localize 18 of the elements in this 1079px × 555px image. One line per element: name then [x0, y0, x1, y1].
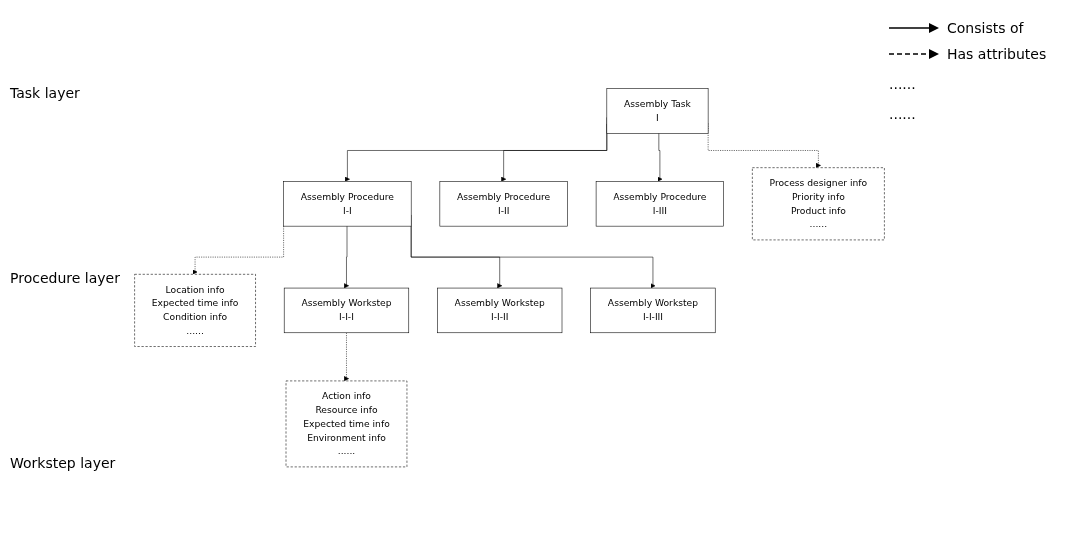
layer-label: Workstep layer: [10, 454, 117, 471]
node-box: [606, 88, 709, 134]
legend-label: Has attributes: [947, 46, 1047, 62]
hierarchy-diagram: Assembly Task I Assembly Procedure I-I Assembly Procedure I-II Assembly Procedure I-III Process designer info Priority info Product info ...... Location info Expected time info Condition info ...... Assembly Workstep I-I-I Action info Resource info Expected time info Environment info ...... Assembly Workstep I-I-II Assembly Workstep I-I-III: [130, 83, 889, 472]
node-box: [752, 167, 885, 240]
node-box: [283, 180, 412, 227]
legend-label: Consists of: [947, 20, 1024, 36]
node-box: [590, 287, 716, 333]
node-box: [439, 180, 568, 227]
node-box: [283, 287, 410, 333]
ellipsis-text: ......: [889, 106, 917, 122]
layer-label: Procedure layer: [10, 269, 121, 286]
node-box: [595, 180, 724, 227]
node-box: [134, 273, 256, 347]
ellipsis-text: ......: [889, 76, 917, 92]
layer-label: Task layer: [10, 84, 81, 101]
node-box: [437, 287, 563, 333]
node-box: [285, 380, 408, 467]
